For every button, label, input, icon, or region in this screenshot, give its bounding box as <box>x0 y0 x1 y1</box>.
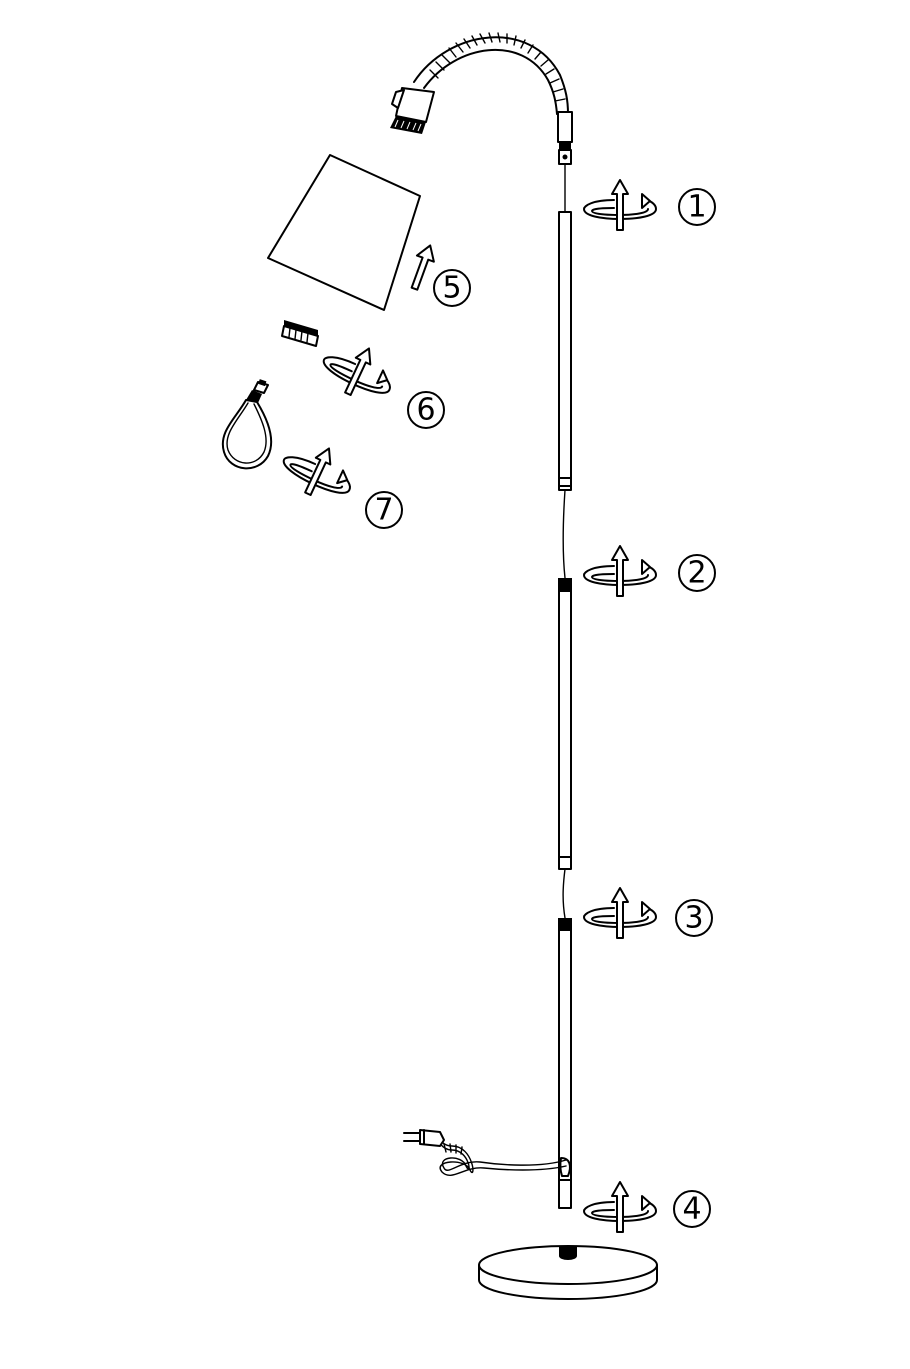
plug <box>403 1129 445 1147</box>
step-label-5: 5 <box>433 269 471 307</box>
svg-text:1: 1 <box>687 190 706 225</box>
rotate-arrow-icon <box>322 347 391 397</box>
rotate-arrow-icon <box>583 1181 657 1233</box>
step-label-7: 7 <box>365 491 403 529</box>
step-label-1: 1 <box>678 188 716 226</box>
rotate-arrow-icon <box>583 545 657 597</box>
upper-pole <box>558 211 572 579</box>
rotate-arrow-icon <box>583 887 657 939</box>
step-label-2: 2 <box>678 554 716 592</box>
shade-ring <box>281 320 319 347</box>
svg-text:5: 5 <box>442 271 461 306</box>
lamp-socket <box>390 87 435 134</box>
push-arrow-icon <box>410 244 435 291</box>
middle-pole <box>558 578 572 919</box>
power-cord <box>437 1137 567 1177</box>
step-label-6: 6 <box>407 391 445 429</box>
gooseneck-arm <box>413 32 573 213</box>
svg-text:3: 3 <box>684 901 703 936</box>
svg-text:6: 6 <box>416 393 435 428</box>
rotate-arrow-icon <box>282 447 351 497</box>
light-bulb <box>221 379 273 470</box>
svg-text:4: 4 <box>682 1192 701 1227</box>
svg-text:7: 7 <box>374 493 393 528</box>
round-base <box>478 1245 658 1300</box>
step-label-4: 4 <box>673 1190 711 1228</box>
lower-pole <box>558 918 572 1209</box>
svg-text:2: 2 <box>687 556 706 591</box>
rotate-arrow-icon <box>583 179 657 231</box>
lamp-shade <box>267 154 421 311</box>
step-label-3: 3 <box>675 899 713 937</box>
